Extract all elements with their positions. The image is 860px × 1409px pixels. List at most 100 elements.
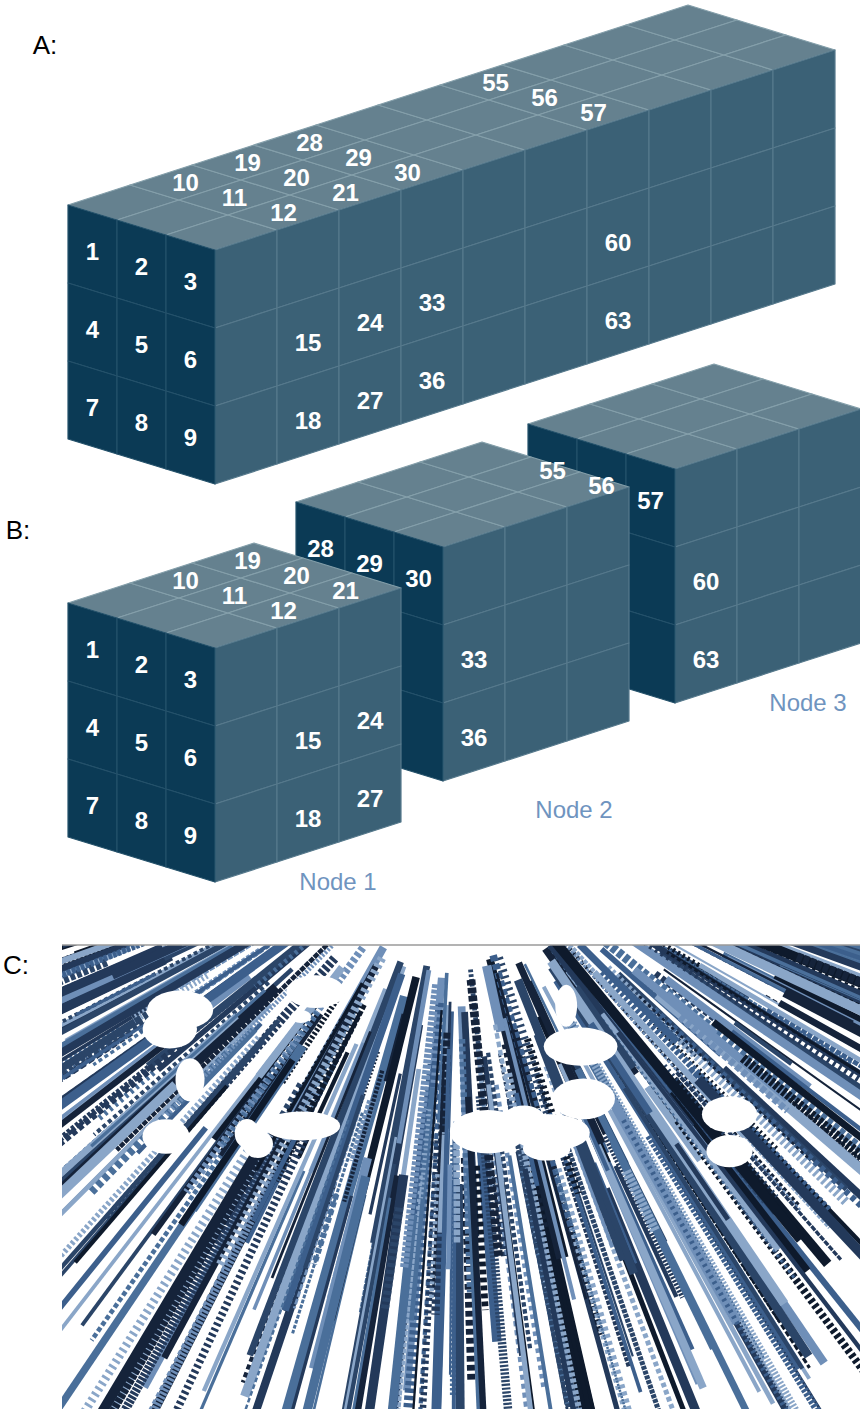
cube-number: 18: [295, 409, 322, 433]
render-gap: [243, 1130, 273, 1158]
cube-number: 15: [295, 331, 322, 355]
cube-number: 5: [135, 731, 148, 755]
render-column: [785, 992, 860, 1141]
cube-number: 6: [184, 348, 197, 372]
cube-face: [166, 235, 215, 328]
render-gap: [706, 1135, 752, 1167]
cube-number: 4: [86, 716, 99, 740]
render-column: [767, 1009, 860, 1211]
render-column: [385, 1208, 400, 1310]
cube-number: 11: [222, 584, 247, 608]
cube-number: 63: [605, 309, 632, 333]
cube-face: [277, 366, 339, 464]
render-column: [320, 1137, 396, 1409]
node-name: Node 3: [769, 691, 846, 715]
render-column: [404, 984, 436, 1267]
cube-face: [626, 610, 675, 703]
cube-number: 24: [357, 709, 384, 733]
render-gap: [142, 1119, 189, 1153]
cube-number: 8: [135, 809, 148, 833]
panel-letter: B:: [6, 517, 31, 543]
panel-letter: C:: [3, 952, 29, 978]
cube-face: [626, 532, 675, 625]
cube-number: 1: [86, 240, 99, 264]
cube-face: [626, 454, 675, 547]
cube-number: 11: [222, 186, 247, 210]
cube-number: 5: [135, 333, 148, 357]
cube-face: [68, 361, 117, 454]
render-column: [667, 952, 860, 1155]
cube-face: [166, 711, 215, 804]
cube-number: 3: [184, 270, 197, 294]
cube-number: 1: [86, 638, 99, 662]
cube-face: [117, 696, 166, 789]
render-column: [623, 1120, 795, 1409]
cube-number: 19: [234, 549, 261, 573]
cube-face: [587, 266, 649, 364]
cube-face: [117, 220, 166, 313]
cube-number: 33: [419, 291, 446, 315]
cube-face: [166, 633, 215, 726]
cube-number: 15: [295, 729, 322, 753]
cube-number: 10: [172, 569, 199, 593]
render-column: [431, 1174, 437, 1298]
cube-face: [463, 306, 525, 404]
cube-number: 20: [283, 564, 310, 588]
cube-number: 30: [405, 567, 432, 591]
cube-face: [737, 585, 799, 683]
cube-number: 29: [356, 552, 383, 576]
cube-number: 3: [184, 668, 197, 692]
cube-face: [68, 603, 117, 696]
render-gap: [552, 1078, 615, 1119]
cube-number: 36: [419, 369, 446, 393]
render-gap: [147, 991, 213, 1030]
cube-number: 27: [357, 389, 384, 413]
cube-number: 21: [332, 181, 359, 205]
cube-number: 57: [580, 101, 607, 125]
cube-face: [339, 346, 401, 444]
cube-number: 19: [234, 151, 261, 175]
cube-face: [166, 391, 215, 484]
cube-number: 24: [357, 311, 384, 335]
cube-number: 55: [539, 459, 566, 483]
cube-number: 60: [693, 570, 720, 594]
render-column: [448, 1165, 450, 1270]
cube-number: 60: [605, 231, 632, 255]
render-column: [62, 1148, 259, 1409]
cube-face: [166, 789, 215, 882]
cube-number: 57: [637, 489, 664, 513]
cube-number: 9: [184, 426, 197, 450]
cube-face: [277, 764, 339, 862]
cube-number: 7: [86, 794, 99, 818]
render-column: [626, 1171, 656, 1232]
cube-face: [339, 744, 401, 842]
node-name: Node 1: [299, 870, 376, 894]
render-column: [62, 1020, 279, 1299]
render-column: [328, 1198, 390, 1409]
cube-number: 20: [283, 166, 310, 190]
cube-number: 29: [345, 146, 372, 170]
cube-face: [649, 246, 711, 344]
cube-number: 7: [86, 396, 99, 420]
cube-number: 6: [184, 746, 197, 770]
cube-number: 56: [531, 86, 558, 110]
render-column: [272, 1031, 371, 1278]
cube-face: [117, 376, 166, 469]
cube-number: 36: [461, 726, 488, 750]
cube-number: 28: [296, 131, 323, 155]
render-column: [616, 945, 860, 1156]
render-column: [700, 965, 860, 1086]
render-column: [219, 958, 382, 1266]
cube-number: 30: [394, 161, 421, 185]
cube-face: [166, 313, 215, 406]
cube-number: 55: [482, 71, 509, 95]
node-name: Node 2: [535, 798, 612, 822]
cube-number: 33: [461, 648, 488, 672]
cube-face: [675, 605, 737, 703]
cube-face: [117, 618, 166, 711]
cube-face: [68, 205, 117, 298]
cube-face: [799, 565, 860, 663]
cube-face: [773, 206, 835, 304]
cube-number: 28: [307, 537, 334, 561]
